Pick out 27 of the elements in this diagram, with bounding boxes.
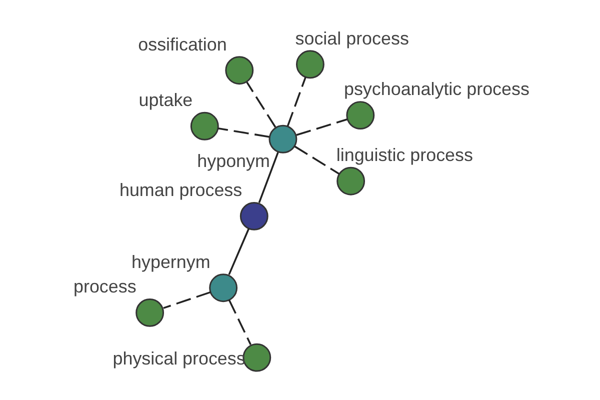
node-circle	[346, 100, 375, 129]
connector	[246, 81, 276, 128]
connector	[228, 299, 252, 345]
node-label: hypernym	[132, 251, 210, 272]
node-circle	[336, 166, 366, 195]
node-label: uptake	[138, 90, 193, 110]
connector	[163, 290, 211, 308]
node-label: human process	[119, 180, 242, 200]
node-circle	[136, 298, 164, 326]
node-label: hyponym	[197, 150, 270, 170]
connector	[228, 228, 250, 274]
connector	[218, 127, 270, 138]
node-label: psychoanalytic process	[344, 78, 530, 99]
node-label: linguistic process	[336, 144, 473, 165]
node-circle	[225, 56, 254, 84]
node-circle	[190, 111, 219, 140]
node-circle	[268, 124, 298, 153]
node-label: ossification	[138, 34, 227, 54]
node-circle	[209, 273, 238, 302]
node-label: social process	[295, 28, 409, 48]
connector	[286, 76, 306, 126]
connector	[294, 145, 340, 174]
node-circle	[296, 50, 324, 78]
node-label: process	[74, 276, 136, 296]
connector	[296, 118, 348, 136]
node-circle	[240, 201, 268, 230]
connector	[258, 152, 279, 203]
